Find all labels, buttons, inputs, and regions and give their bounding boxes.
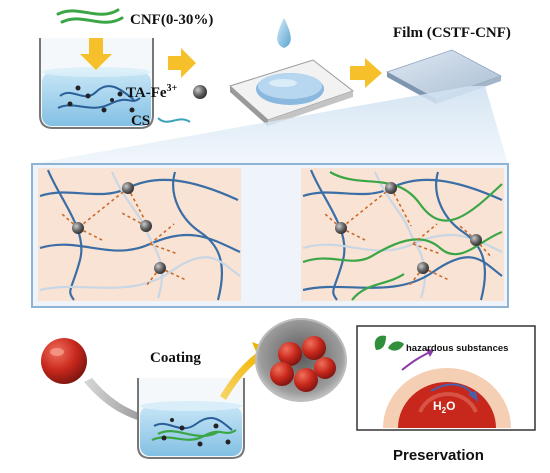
cnf-fiber-icon [56,8,124,24]
preservation-box [356,325,536,431]
yellow-arrow-icon [350,58,382,88]
cnf-label: CNF(0-30%) [130,12,213,28]
yellow-arrow-icon [80,38,112,70]
cs-chain-icon [157,117,191,123]
tomato-icon [41,338,87,384]
water-label: H2O [433,399,455,415]
cs-network-left [38,168,241,301]
coating-beaker-icon [137,378,245,459]
tafe-label: TA-Fe3+ [126,83,178,101]
bowl-with-tomatoes [255,318,347,402]
casting-mold [229,59,355,126]
preservation-label: Preservation [393,447,484,464]
film-label: Film (CSTF-CNF) [393,25,511,41]
cs-label: CS [131,113,150,129]
yellow-arrow-icon [168,48,196,78]
fe-ion-sphere-icon [193,85,207,99]
zoom-beam [32,86,508,164]
cnf-network-right [301,168,504,301]
droplet-icon [277,18,291,48]
leaf-icon [374,335,404,351]
hazard-label: hazardous substances [406,343,508,354]
beaker-icon [39,38,154,129]
coating-label: Coating [150,350,201,366]
